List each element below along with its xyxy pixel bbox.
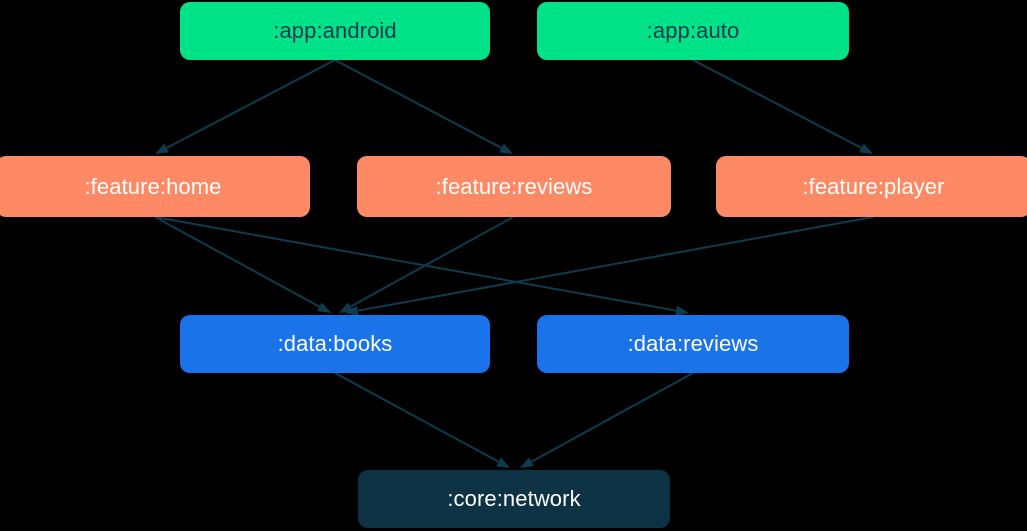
graph-node-feature-player[interactable]: :feature:player xyxy=(716,156,1027,217)
node-label: :app:auto xyxy=(646,18,740,43)
node-label: :data:reviews xyxy=(627,331,759,356)
graph-edge xyxy=(692,59,873,154)
graph-node-feature-home[interactable]: :feature:home xyxy=(0,156,310,217)
node-label: :app:android xyxy=(273,18,397,43)
graph-edge xyxy=(154,216,331,313)
node-label: :feature:home xyxy=(84,173,222,199)
edge-arrowhead xyxy=(496,457,510,468)
graph-edge xyxy=(155,59,336,154)
edge-arrowhead xyxy=(155,143,169,154)
edge-arrowhead xyxy=(520,457,534,468)
node-label: :core:network xyxy=(447,486,581,511)
edge-arrowhead xyxy=(499,143,513,154)
graph-node-feature-reviews[interactable]: :feature:reviews xyxy=(357,156,671,217)
edge-arrowhead xyxy=(675,305,689,316)
node-label: :feature:player xyxy=(802,173,945,199)
graph-node-app-auto[interactable]: :app:auto xyxy=(537,2,849,60)
node-label: :feature:reviews xyxy=(435,173,593,199)
graph-node-app-android[interactable]: :app:android xyxy=(180,2,490,60)
node-label: :data:books xyxy=(277,331,393,356)
graph-node-data-reviews[interactable]: :data:reviews xyxy=(537,315,849,373)
edge-arrowhead xyxy=(859,143,873,154)
graph-edge xyxy=(345,216,874,316)
graph-edge xyxy=(154,216,689,316)
graph-edge xyxy=(520,372,694,468)
graph-edge xyxy=(334,372,510,468)
graph-edge xyxy=(339,216,514,313)
graph-node-data-books[interactable]: :data:books xyxy=(180,315,490,373)
graph-edge xyxy=(334,59,513,154)
edge-arrowhead xyxy=(345,305,359,316)
edge-arrowhead xyxy=(339,302,353,313)
graph-node-core-network[interactable]: :core:network xyxy=(358,470,670,528)
edge-arrowhead xyxy=(317,302,331,313)
